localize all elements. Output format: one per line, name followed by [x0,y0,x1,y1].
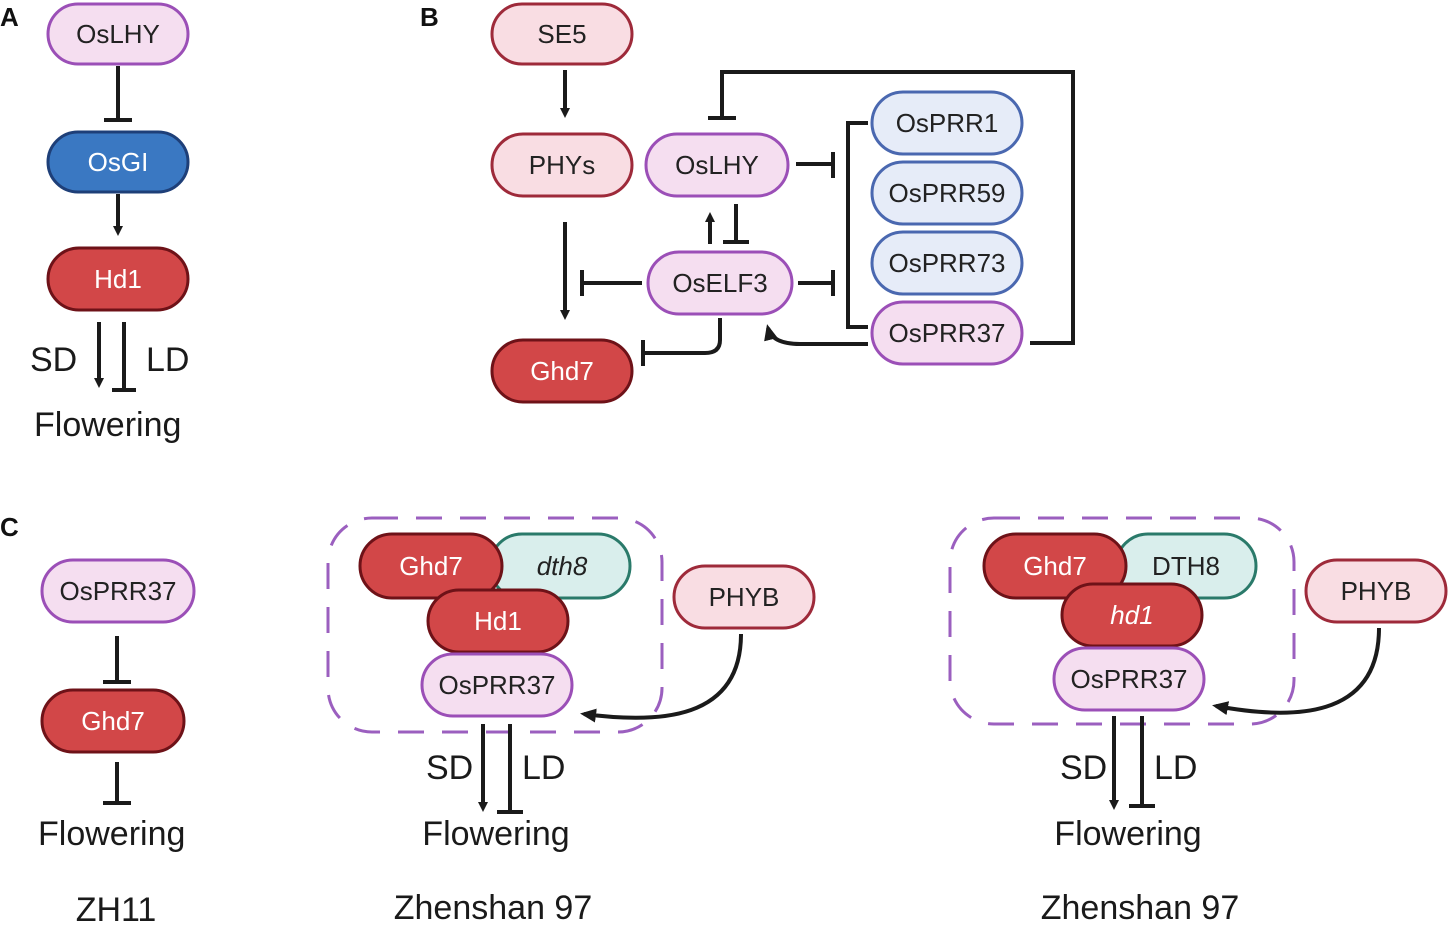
node-b-se5: SE5 [490,2,634,66]
node-b-oslhy: OsLHY [644,132,790,198]
node-b-oself3-label: OsELF3 [672,268,767,298]
node-zs97a-ghd7: Ghd7 [358,532,504,600]
label-a-ld: LD [146,341,189,379]
label-zs97b-ld: LD [1154,749,1197,787]
label-zs97a-cultivar: Zhenshan 97 [394,889,593,926]
node-b-ghd7: Ghd7 [490,338,634,404]
node-zh11-osprr37-label: OsPRR37 [59,576,176,606]
node-zs97b-hd1: hd1 [1060,582,1204,648]
arrow-phyb-complex-zs97a [580,633,743,723]
node-zs97a-phyb-label: PHYB [709,582,780,612]
label-a-sd: SD [30,341,77,379]
inhibit-complex-flowering-ld-zs97b [1129,716,1155,808]
label-zh11-flowering: Flowering [38,815,185,853]
node-b-osprr1: OsPRR1 [870,90,1024,156]
inhibit-oslhy-prr-group [796,152,835,178]
node-b-osprr1-label: OsPRR1 [896,108,999,138]
node-b-oself3: OsELF3 [646,250,794,316]
node-b-osprr37: OsPRR37 [870,300,1024,366]
node-zs97a-phyb: PHYB [672,564,816,630]
node-b-phys: PHYs [490,132,634,198]
node-zs97b-phyb-label: PHYB [1341,576,1412,606]
panel-label-a: A [0,2,19,32]
inhibit-oself3-ghd7 [641,318,722,366]
panel-label-b: B [420,2,439,32]
label-zs97a-ld: LD [522,749,565,787]
node-b-se5-label: SE5 [537,19,586,49]
node-zs97b-osprr37-label: OsPRR37 [1070,664,1187,694]
node-zs97b-ghd7: Ghd7 [982,532,1128,600]
node-b-oslhy-label: OsLHY [675,150,759,180]
inhibit-complex-flowering-ld-zs97a [497,724,523,814]
inhibit-oself3-prr-group [798,270,835,296]
inhibit-hd1-flowering-ld [112,322,136,392]
label-zs97b-sd: SD [1060,749,1107,787]
node-zs97a-hd1: Hd1 [426,588,570,654]
panel-a: OsLHY OsGI Hd1 SD LD Flowering [30,2,190,444]
node-zs97a-dth8: dth8 [488,532,632,600]
node-a-oslhy: OsLHY [46,2,190,66]
complex-boundary-zs97-b [948,516,1296,726]
panel-c-zs97-b: DTH8 Ghd7 hd1 OsPRR37 PHYB SD LD Floweri… [948,516,1448,926]
node-zh11-ghd7: Ghd7 [40,688,186,754]
panel-c-zh11: OsPRR37 Ghd7 Flowering ZH11 [38,558,196,926]
inhibit-ghd7-flowering-zh11 [103,762,131,805]
node-zs97a-hd1-label: Hd1 [474,606,522,636]
complex-boundary-zs97-a [326,516,664,734]
arrow-phyb-complex-zs97b [1212,627,1381,716]
node-zs97a-osprr37: OsPRR37 [420,652,574,718]
node-a-hd1: Hd1 [46,246,190,312]
node-zs97a-ghd7-label: Ghd7 [399,551,463,581]
node-zs97b-dth8-label: DTH8 [1152,551,1220,581]
inhibit-oslhy-osgi [104,66,132,122]
node-a-hd1-label: Hd1 [94,264,142,294]
label-a-flowering: Flowering [34,406,181,444]
node-b-osprr59: OsPRR59 [870,160,1024,226]
node-zs97a-dth8-label: dth8 [537,551,588,581]
panel-c-zs97-a: dth8 Ghd7 Hd1 OsPRR37 PHYB SD LD Floweri… [326,516,816,926]
prr-group-bracket [846,121,868,329]
label-zs97a-sd: SD [426,749,473,787]
node-zs97b-hd1-label: hd1 [1110,600,1153,630]
node-a-osgi-label: OsGI [88,147,149,177]
node-b-phys-label: PHYs [529,150,595,180]
node-zs97a-osprr37-label: OsPRR37 [438,670,555,700]
node-a-osgi: OsGI [46,130,190,194]
node-zs97b-ghd7-label: Ghd7 [1023,551,1087,581]
node-b-ghd7-label: Ghd7 [530,356,594,386]
label-zs97a-flowering: Flowering [422,815,569,853]
arrow-osprr37-oself3 [764,324,868,346]
label-zs97b-cultivar: Zhenshan 97 [1041,889,1240,926]
label-zh11-cultivar: ZH11 [76,891,157,926]
inhibit-oself3-ghd7-via-phys [580,270,642,296]
panel-b: SE5 PHYs Ghd7 OsLHY OsELF3 OsPRR1 OsPRR5… [490,2,1075,404]
inhibit-osprr37-oslhy-feedback [708,70,1075,345]
node-zs97b-osprr37: OsPRR37 [1052,646,1206,712]
node-b-osprr59-label: OsPRR59 [888,178,1005,208]
node-b-osprr73: OsPRR73 [870,230,1024,296]
inhibit-osprr37-ghd7-zh11 [103,636,131,684]
node-zh11-osprr37: OsPRR37 [40,558,196,624]
node-zs97b-phyb: PHYB [1304,558,1448,624]
node-b-osprr37-label: OsPRR37 [888,318,1005,348]
node-zh11-ghd7-label: Ghd7 [81,706,145,736]
node-zs97b-dth8: DTH8 [1114,532,1258,600]
inhibit-oslhy-oself3 [723,204,749,244]
panel-label-c: C [0,512,19,542]
node-b-osprr73-label: OsPRR73 [888,248,1005,278]
label-zs97b-flowering: Flowering [1054,815,1201,853]
node-a-oslhy-label: OsLHY [76,19,160,49]
